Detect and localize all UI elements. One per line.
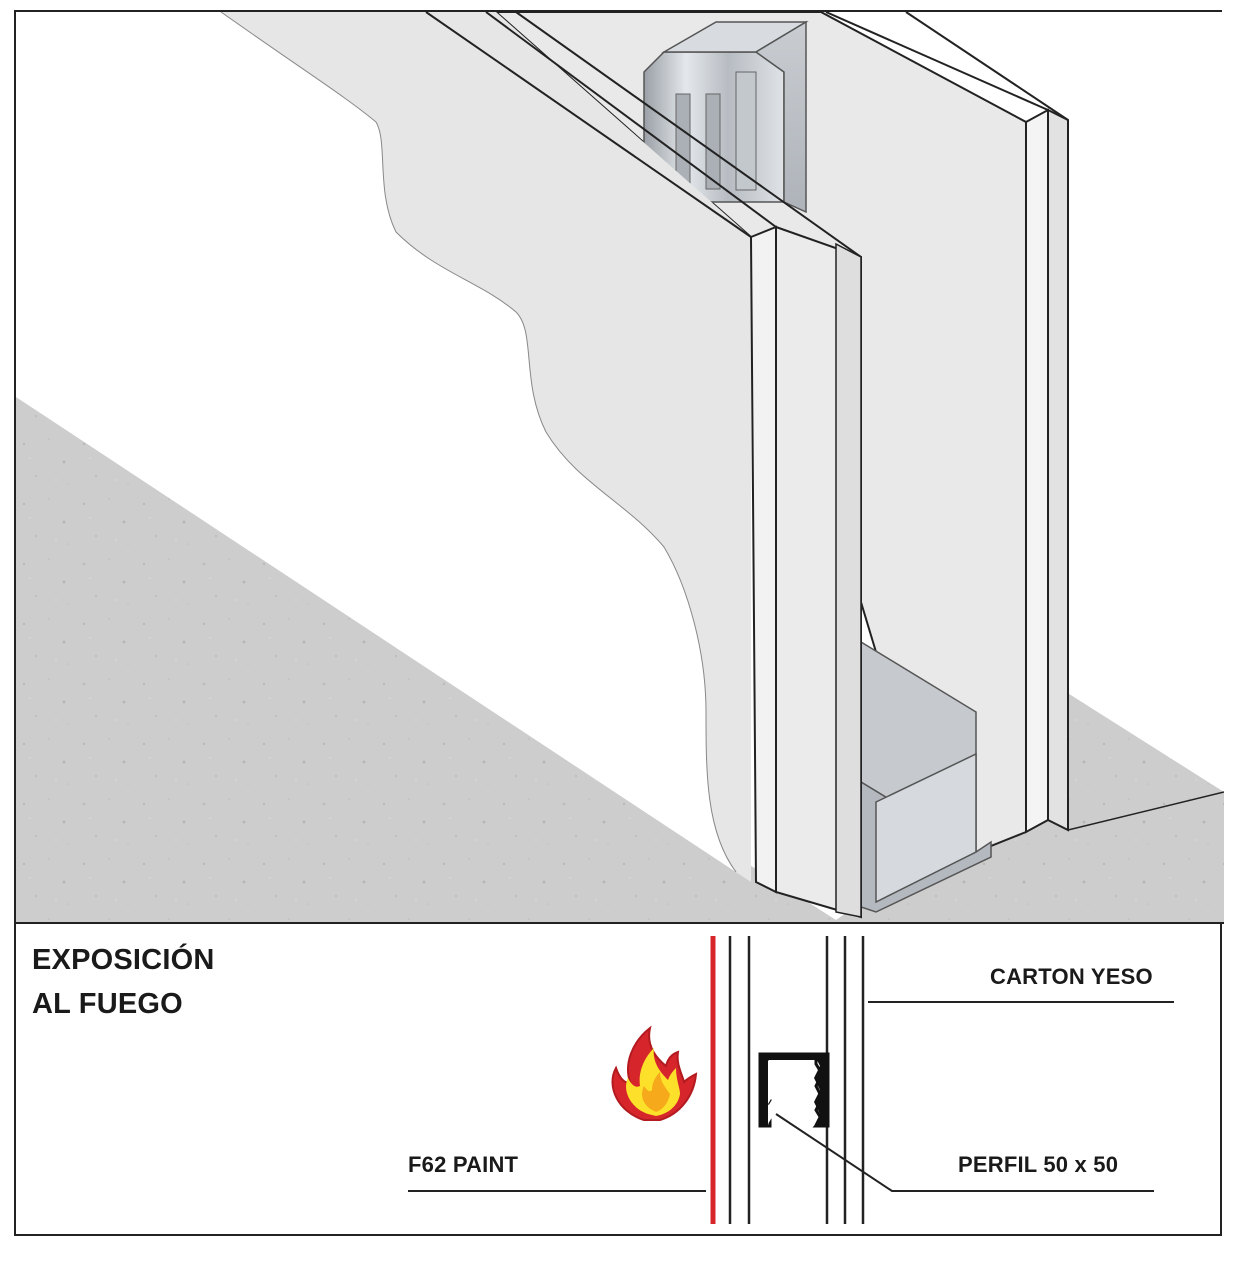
- concrete-floor: [16, 397, 1224, 924]
- rear-board-edge-2: [1047, 108, 1069, 832]
- profile-section: [758, 1052, 830, 1128]
- wall-section-detail: [408, 936, 1174, 1224]
- section-divider: [16, 922, 1224, 924]
- leader-perfil: [775, 1113, 1154, 1192]
- front-wall-finish: [16, 12, 751, 882]
- front-board-face: [221, 12, 751, 882]
- section-title-line1: EXPOSICIÓN: [32, 944, 215, 976]
- steel-stud: [643, 20, 809, 214]
- steel-bottom-track: [860, 640, 992, 913]
- front-board-edge-3: [835, 242, 862, 918]
- section-title-line2: AL FUEGO: [32, 988, 183, 1020]
- callout-f62-paint: F62 PAINT: [408, 1152, 519, 1177]
- diagram-frame: EXPOSICIÓN AL FUEGO CARTON YESO F62 PAIN…: [14, 10, 1224, 1236]
- callout-perfil: PERFIL 50 x 50: [958, 1152, 1119, 1177]
- rear-board-edge-1: [1025, 108, 1049, 834]
- callout-carton-yeso: CARTON YESO: [990, 964, 1153, 989]
- front-board-edge-1: [749, 225, 777, 894]
- flame-icon: [611, 1025, 698, 1121]
- wall-3d-rendering: [16, 12, 1224, 924]
